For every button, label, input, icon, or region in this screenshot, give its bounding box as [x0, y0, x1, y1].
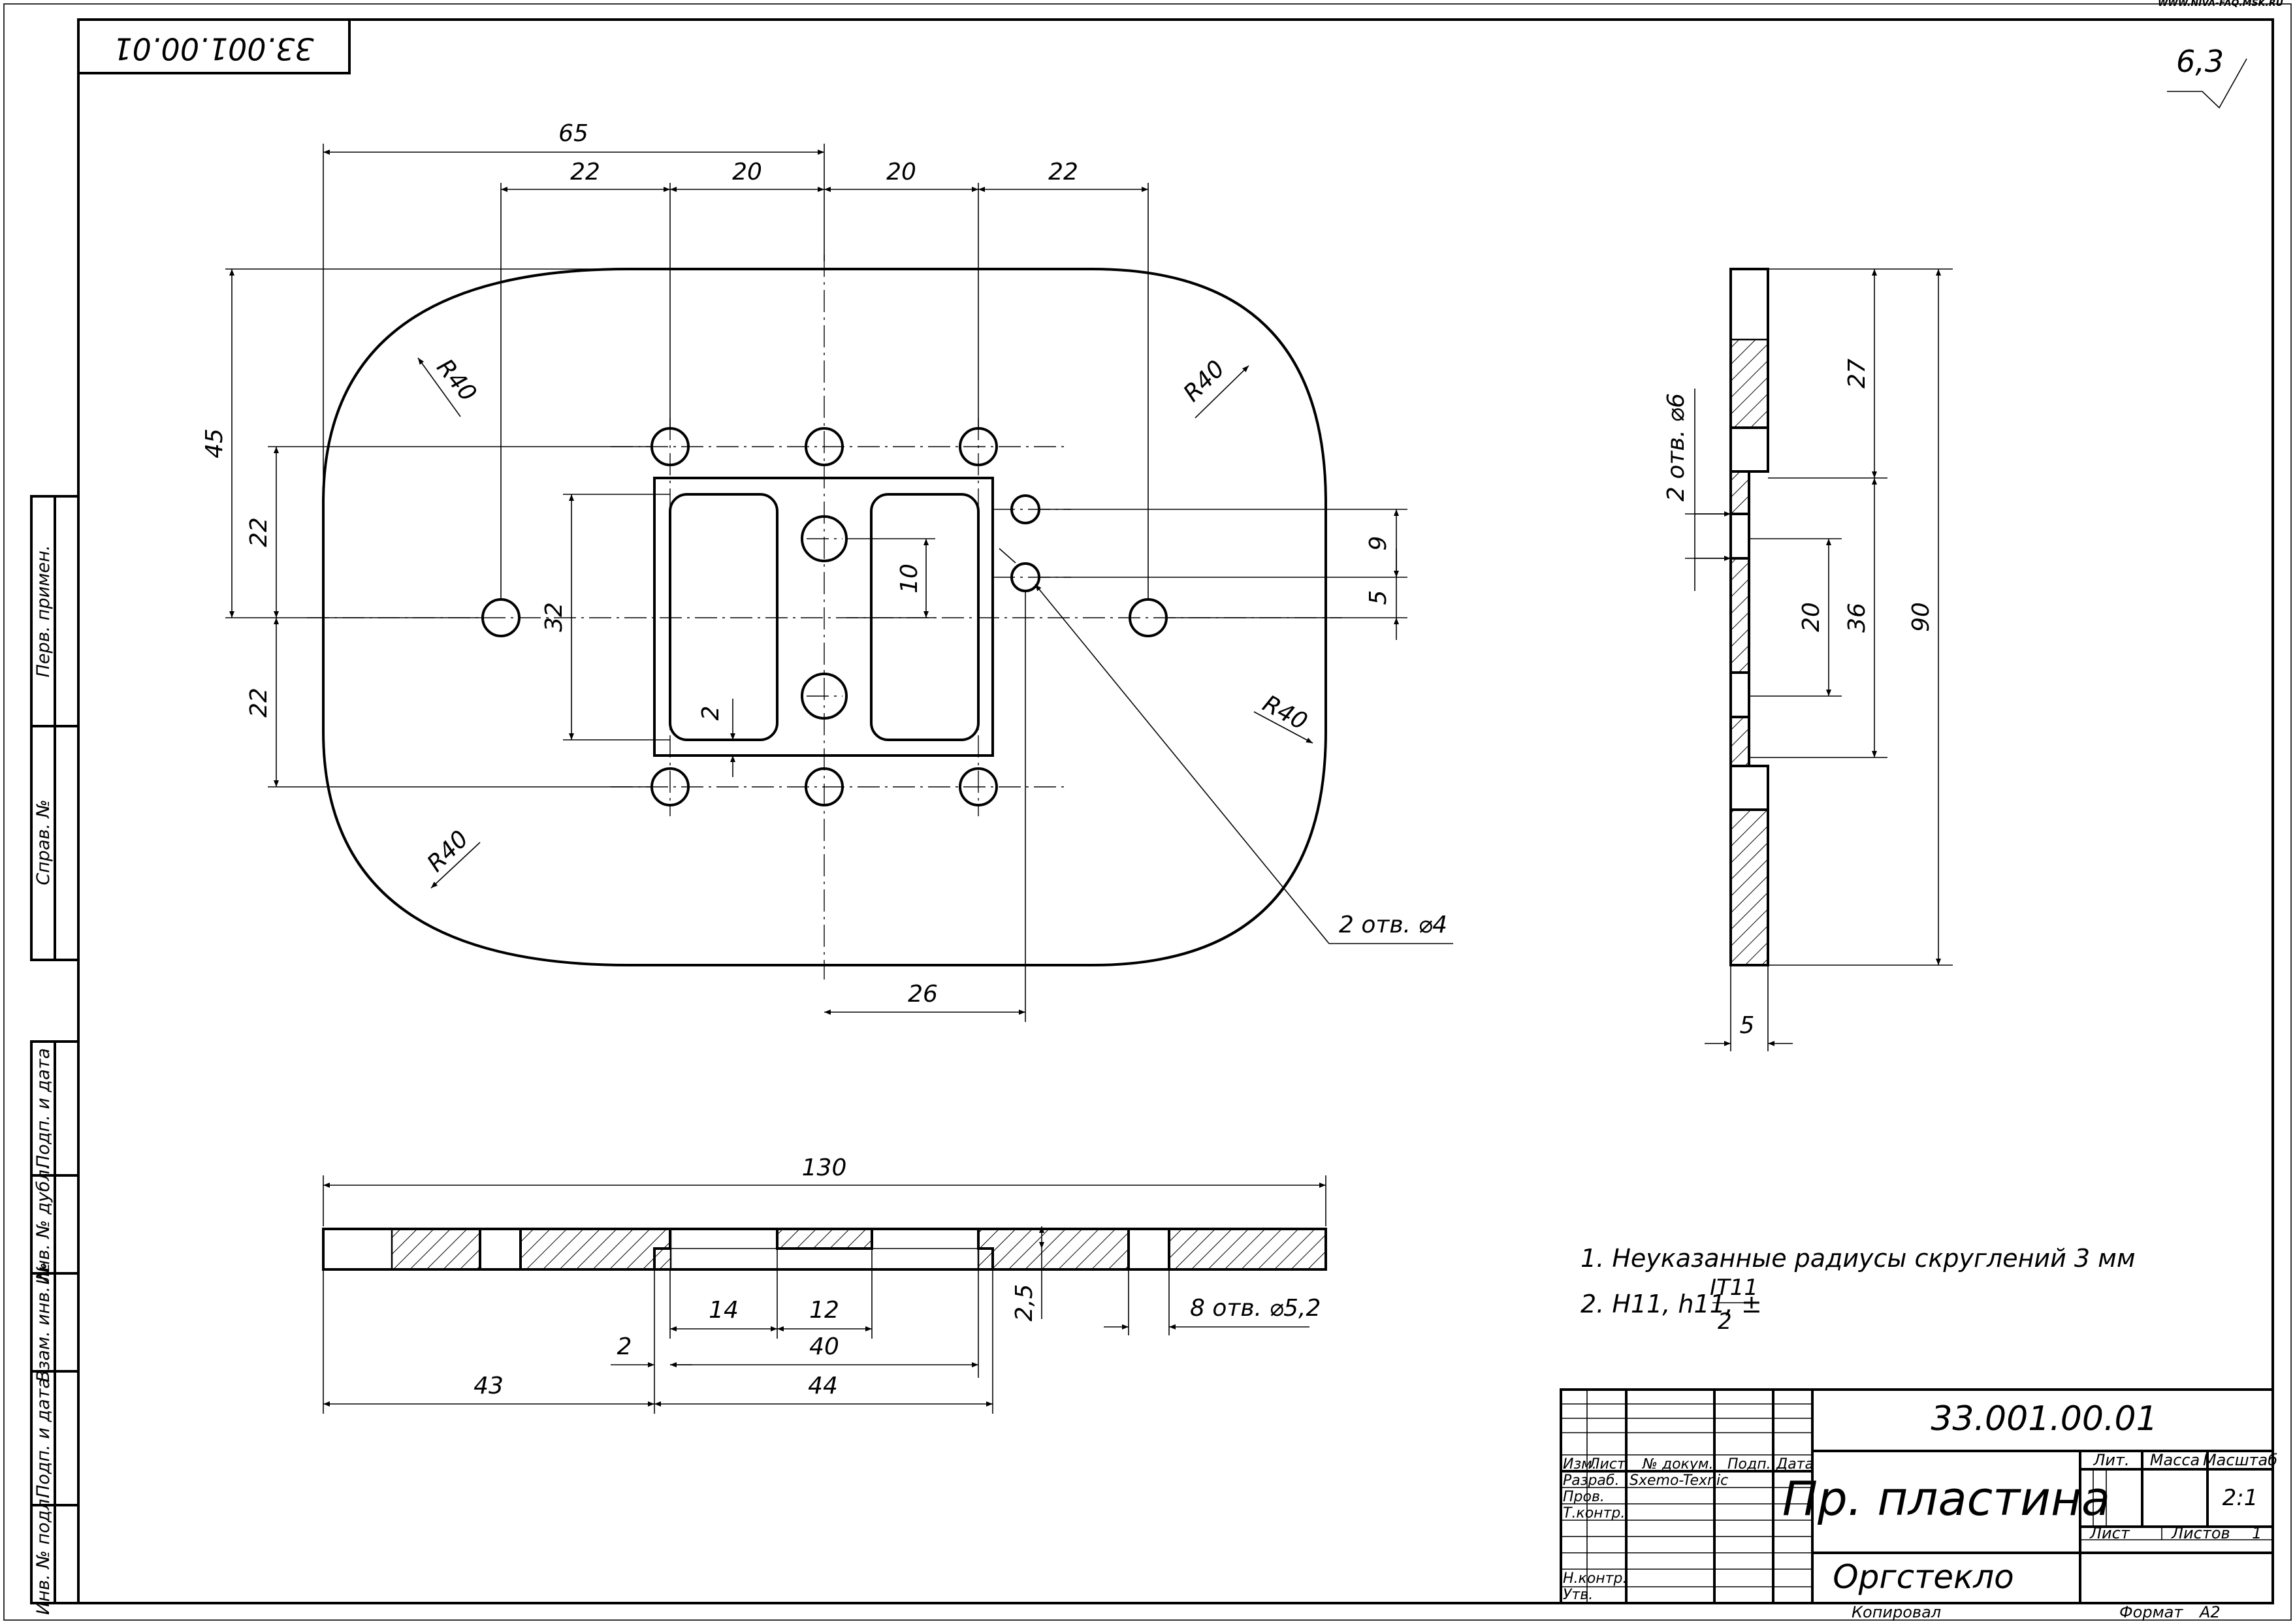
dim-2-bottom: 2 — [617, 1333, 632, 1360]
dim-20-side: 20 — [1798, 602, 1825, 632]
strip-inv-dubl: Инв. № дубл. — [33, 1164, 54, 1285]
tb-listov-value: 1 — [2252, 1524, 2262, 1542]
dim-65: 65 — [558, 120, 588, 147]
tb-listov: Листов — [2171, 1524, 2230, 1542]
dim-44: 44 — [808, 1373, 838, 1399]
slot-right — [870, 493, 980, 741]
dim-36: 36 — [1844, 603, 1870, 633]
dim-9: 9 — [1365, 536, 1392, 551]
radius-tr: R40 — [1178, 355, 1230, 407]
side-view: 27 20 36 90 2 отв. ⌀6 5 — [1663, 268, 1953, 1051]
dim-5-main: 5 — [1365, 590, 1392, 605]
dim-12: 12 — [809, 1297, 839, 1324]
dim-20b: 20 — [886, 159, 916, 185]
hole — [801, 673, 848, 720]
dim-45: 45 — [201, 428, 228, 458]
slot-left — [669, 493, 778, 741]
dim-14: 14 — [709, 1297, 739, 1324]
tb-izm: Изм. — [1563, 1456, 1597, 1473]
dim-26: 26 — [908, 981, 938, 1008]
dim-27: 27 — [1844, 358, 1870, 389]
radius-tl: R40 — [431, 354, 481, 407]
dim-2-5: 2,5 — [1011, 1284, 1038, 1321]
tb-razrab: Разраб. — [1563, 1473, 1619, 1489]
strip-vzam-inv: Взам. инв. № — [33, 1262, 54, 1382]
tb-format-value: A2 — [2198, 1603, 2221, 1621]
hole — [805, 427, 844, 466]
tb-list-col: Лист — [1588, 1456, 1626, 1473]
dim-5-side: 5 — [1740, 1012, 1755, 1039]
strip-perv-primen: Перв. примен. — [33, 545, 54, 678]
tb-material: Оргстекло — [1833, 1558, 2014, 1596]
note-2-num: IT11 — [1710, 1275, 1758, 1301]
hole — [805, 767, 844, 806]
main-view: 65 22 20 20 22 45 22 22 32 10 — [201, 120, 1453, 1022]
dim-22d: 22 — [246, 688, 272, 718]
window-outline — [653, 477, 994, 757]
tb-tkontr: Т.контр. — [1563, 1505, 1625, 1521]
dim-10: 10 — [896, 564, 923, 594]
title-block: 33.001.00.01 Пр. пластина Оргстекло Лит.… — [1560, 1388, 2277, 1621]
notes: 1. Неуказанные радиусы скруглений 3 мм 2… — [1581, 1244, 2136, 1335]
dim-40: 40 — [809, 1333, 839, 1360]
corner-stamp-text: 33.001.00.01 — [113, 31, 313, 67]
strip-podp-data-1: Подп. и дата — [33, 1048, 54, 1168]
dim-90: 90 — [1908, 602, 1934, 632]
bottom-view: 130 14 12 40 2 43 44 2,5 8 отв. ⌀5,2 — [322, 1154, 1327, 1414]
dim-2-main: 2 — [698, 706, 724, 721]
roughness-value: 6,3 — [2176, 44, 2224, 79]
strip-sprav-no: Справ. № — [33, 799, 54, 885]
tb-name: Пр. пластина — [1782, 1471, 2110, 1526]
side-strip: Перв. примен. Справ. № Подп. и дата Инв.… — [30, 495, 80, 1615]
tb-doc-no: № докум. — [1642, 1456, 1713, 1473]
note-1: 1. Неуказанные радиусы скруглений 3 мм — [1581, 1244, 2136, 1273]
dim-22b: 22 — [1048, 159, 1078, 185]
tb-designation: 33.001.00.01 — [1931, 1399, 2157, 1439]
hole — [959, 767, 998, 806]
tb-razrab-name: Sxemo-Texnic — [1629, 1473, 1728, 1489]
note-2: 2. H11, h11, ± — [1581, 1290, 1762, 1318]
dim-22c: 22 — [246, 517, 272, 547]
dim-20a: 20 — [732, 159, 762, 185]
site-label: WWW.NIVA-FAQ.MSK.RU — [2158, 0, 2284, 8]
strip-podp-data-2: Подп. и дата — [33, 1378, 54, 1498]
tb-scale: 2:1 — [2223, 1485, 2258, 1511]
strip-inv-podl: Инв. № подл. — [33, 1493, 54, 1615]
plate-outline — [322, 268, 1327, 966]
corner-stamp: 33.001.00.01 — [77, 18, 351, 74]
tb-list: Лист — [2089, 1524, 2130, 1542]
dim-32: 32 — [541, 602, 568, 632]
tb-utv: Утв. — [1563, 1587, 1593, 1603]
frame: WWW.NIVA-FAQ.MSK.RU — [3, 0, 2292, 1621]
radius-bl: R40 — [422, 825, 473, 877]
roughness-sign: 6,3 — [2167, 44, 2247, 109]
hole-d4 — [1010, 494, 1040, 524]
tb-masshtab: Масштаб — [2203, 1451, 2277, 1469]
note-2-den: 2 — [1718, 1309, 1732, 1335]
tb-lit: Лит. — [2093, 1451, 2129, 1469]
tb-massa: Масса — [2150, 1451, 2200, 1469]
tb-format: Формат — [2119, 1603, 2183, 1621]
dim-43: 43 — [473, 1373, 504, 1399]
tb-prov: Пров. — [1563, 1489, 1605, 1505]
tb-data: Дата — [1776, 1456, 1814, 1473]
tb-podp: Подп. — [1727, 1456, 1771, 1473]
callout-holes-d52: 8 отв. ⌀5,2 — [1190, 1295, 1321, 1322]
dim-22a: 22 — [570, 159, 600, 185]
tb-kopiroval: Копировал — [1852, 1603, 1941, 1621]
callout-holes-d6: 2 отв. ⌀6 — [1663, 393, 1690, 502]
tb-nkontr: Н.контр. — [1563, 1570, 1627, 1587]
callout-holes-d4: 2 отв. ⌀4 — [1339, 912, 1447, 938]
dim-130: 130 — [802, 1154, 847, 1181]
